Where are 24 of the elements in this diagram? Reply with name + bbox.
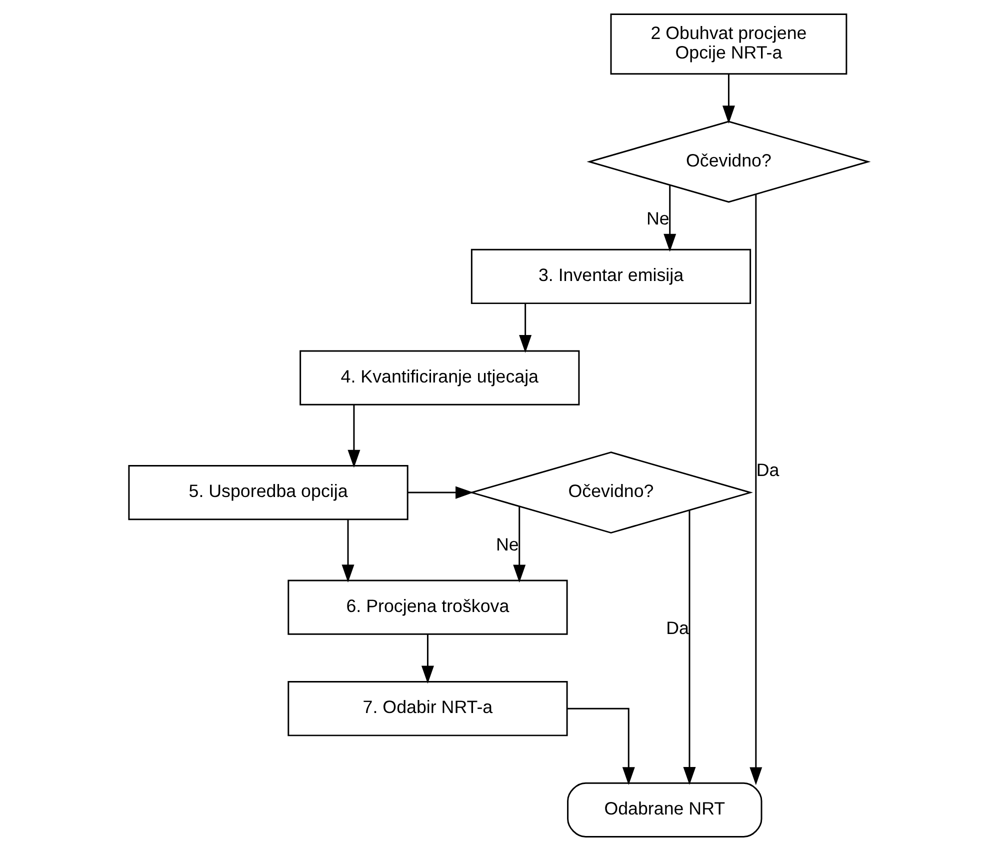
arrow <box>512 506 526 583</box>
arrow <box>407 486 473 499</box>
edge-label: Da <box>666 618 688 638</box>
arrow <box>722 74 734 124</box>
node-box: 3. Inventar emisija <box>470 248 751 304</box>
node-diamond: Očevidno? <box>468 452 753 534</box>
arrow <box>420 634 434 684</box>
node-box: Odabrane NRT <box>566 782 762 838</box>
arrow <box>347 405 360 468</box>
node-box: 5. Usporedba opcija <box>128 464 408 520</box>
node-box: 6. Procjena troškova <box>287 580 568 635</box>
node-box: 4. Kvantificiranje utjecaja <box>299 350 580 406</box>
arrow <box>518 304 532 353</box>
edge-label: Ne <box>646 208 669 228</box>
edge-label: Da <box>756 460 779 480</box>
arrow <box>749 194 762 786</box>
edge-label: Ne <box>496 534 518 554</box>
node-box: 2 Obuhvat procjene Opcije NRT-a <box>610 14 847 75</box>
node-box: 7. Odabir NRT-a <box>287 681 568 736</box>
node-diamond: Očevidno? <box>586 120 870 203</box>
arrow <box>682 510 696 785</box>
arrow <box>341 520 354 583</box>
arrow <box>566 708 634 786</box>
arrow <box>663 186 676 252</box>
